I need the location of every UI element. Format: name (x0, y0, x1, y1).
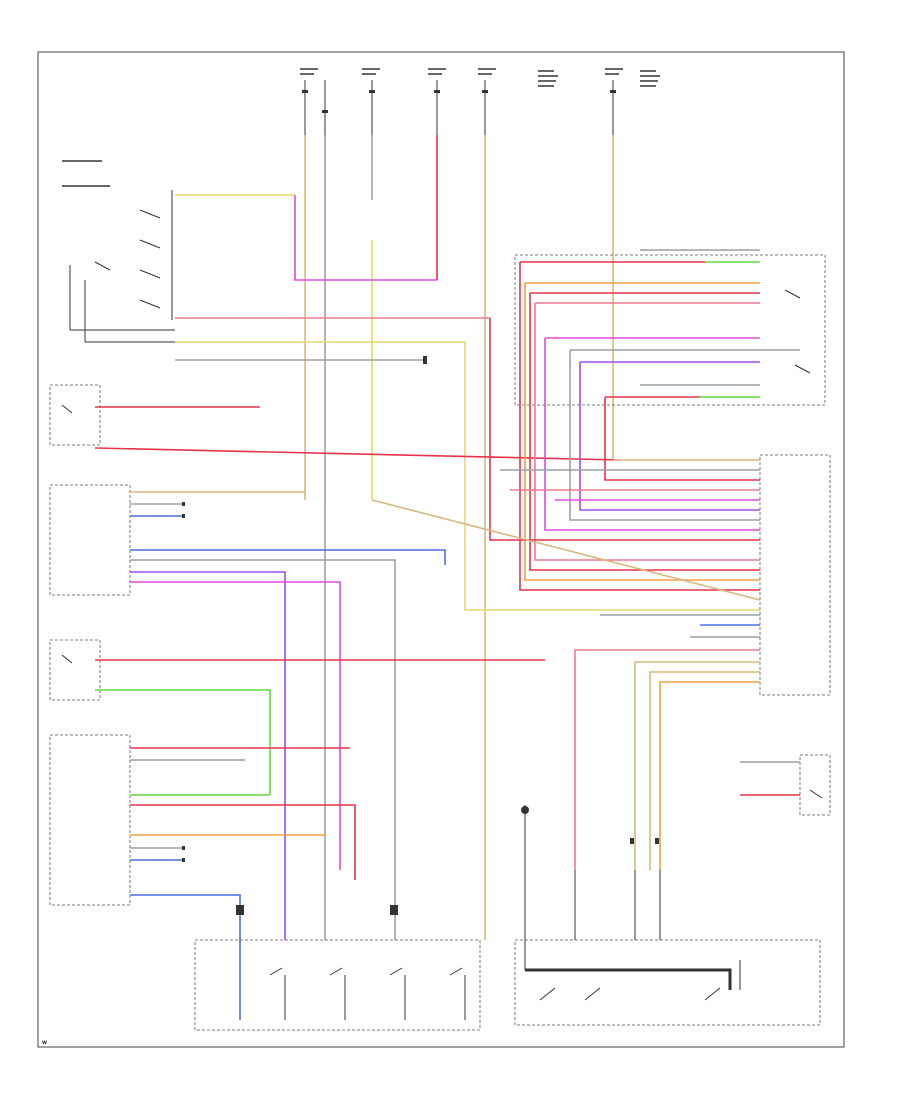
door-lock-switch-2 (49, 639, 545, 795)
fuse-2 (369, 80, 375, 135)
door-lock-switch-1 (49, 384, 621, 461)
diagram-frame (37, 51, 845, 1048)
wires-module-outputs (574, 614, 760, 870)
body-control-module (759, 454, 831, 696)
sensor-bottom-right (740, 754, 831, 816)
connector-markers (182, 356, 659, 915)
front-door-module-left (49, 484, 446, 940)
window-switch-block-bottom (194, 939, 481, 1031)
tiny-label-marks (62, 68, 660, 187)
ignition-switch-block (514, 870, 821, 1026)
relay-block-right (514, 249, 826, 406)
mirror-switch-block (69, 190, 173, 342)
fuse-connectors-top (302, 80, 616, 135)
wires-into-module (371, 262, 761, 601)
ground-point (521, 805, 529, 970)
fuse-1 (302, 80, 328, 135)
fuse-5 (610, 80, 616, 135)
rear-door-module-left (49, 734, 356, 1020)
wires-vertical-main (304, 135, 614, 940)
wires-upper-left (70, 194, 760, 611)
fuse-3 (434, 80, 440, 135)
fuse-4 (482, 80, 488, 135)
footer-code: W (42, 1040, 47, 1046)
